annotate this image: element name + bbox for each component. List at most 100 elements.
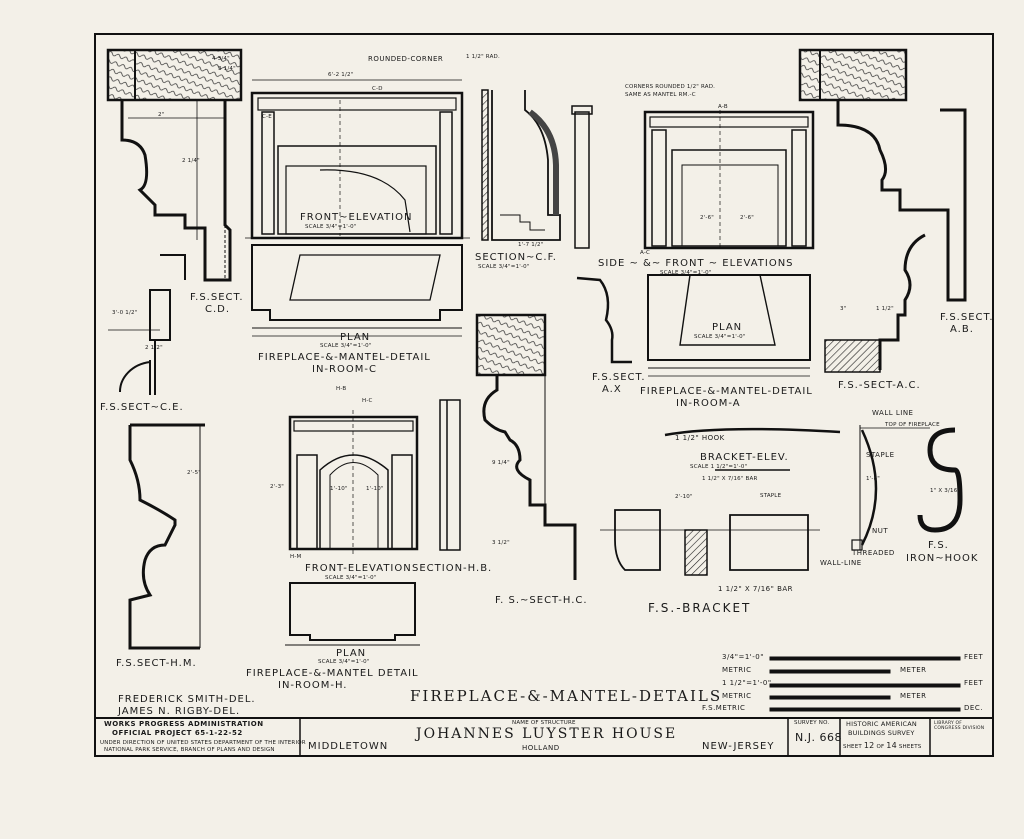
iron-hook-drawing [917, 427, 963, 533]
county: MIDDLETOWN [308, 741, 389, 752]
fs-sect-hm-title: F.S.SECT-H.M. [116, 658, 197, 669]
dim-2-6-b: 2'-6" [740, 215, 755, 221]
fs-sect-hm-drawing [128, 423, 205, 650]
dim-1-7-1-2: 1'-7 1/2" [518, 242, 544, 248]
plan-c-title: PLAN [340, 332, 371, 343]
scale-bar-5-unit: DEC. [964, 704, 983, 712]
plan-a-title: PLAN [712, 322, 743, 333]
dim-2-3: 2'-3" [270, 484, 285, 490]
front-elevation-h-scale: SCALE 3/4"=1'-0" [325, 575, 377, 581]
title-block-frame [94, 717, 994, 757]
dim-hb-mark: H-B [336, 386, 347, 392]
wall-line-top-label: WALL LINE [872, 409, 914, 417]
agency-line2: OFFICIAL PROJECT 65-1-22-52 [112, 729, 243, 737]
detail-room-a-line2: IN-ROOM-A [676, 398, 741, 409]
front-elevation-h-drawing [288, 410, 419, 555]
sheet-title: FIREPLACE-&-MANTEL-DETAILS [410, 687, 723, 705]
sheet-counter: SHEET 12 OF 14 SHEETS [843, 741, 922, 751]
plan-h-title: PLAN [336, 648, 367, 659]
fs-bracket-title: F.S.-BRACKET [648, 601, 752, 615]
detail-room-c-line2: IN-ROOM-C [312, 364, 377, 375]
fs-sect-ac-title: F.S.-SECT-A.C. [838, 380, 921, 391]
scale-bar-5-label: F.S.METRIC [702, 704, 746, 712]
scale-bar-3-unit: FEET [964, 679, 984, 687]
dim-1-10-a: 1'-10" [330, 486, 348, 492]
fs-sect-cd-line2: C.D. [205, 304, 231, 315]
front-elevation-c-title: FRONT~ELEVATION [300, 212, 413, 223]
dim-1-10-b: 1'-10" [366, 486, 384, 492]
bar-top-label: 1 1/2" x 7/16" BAR [702, 476, 758, 482]
rounded-corner-note: ROUNDED-CORNER [368, 55, 444, 63]
dim-9-1-4: 9 1/4" [492, 460, 510, 466]
fs-sect-ab-line1: F.S.SECT. [940, 312, 994, 323]
agency-line3: UNDER DIRECTION OF UNITED STATES DEPARTM… [100, 740, 306, 746]
iron-hook-line1: F.S. [928, 540, 949, 551]
fs-sect-cd-drawing [106, 48, 243, 395]
dim-3-1-2: 3 1/2" [492, 540, 510, 546]
section-cf-scale: SCALE 3/4"=1'-0" [478, 264, 530, 270]
side-front-elevation-a-drawing [571, 105, 815, 250]
dim-2-10: 2'-10" [675, 494, 693, 500]
library-stamp: LIBRARY OF CONGRESS DIVISION [934, 721, 985, 731]
hook-wall-drawing [851, 425, 930, 551]
dim-hc-mark: H-C [362, 398, 373, 404]
wall-line-bottom-label: WALL-LINE [820, 559, 862, 567]
bracket-elev-title: BRACKET-ELEV. [700, 452, 789, 463]
corners-note-line1: CORNERS ROUNDED 1/2" RAD. [625, 84, 716, 90]
dim-hm-mark: H-M [290, 554, 302, 560]
dim-width-c: 6'-2 1/2" [328, 72, 354, 78]
plan-a-drawing [647, 274, 811, 377]
threaded-label: THREADED [852, 549, 895, 557]
front-elevation-c-drawing [245, 79, 470, 240]
fs-sect-ax-line1: F.S.SECT. [592, 372, 646, 383]
agency-line4: NATIONAL PARK SERVICE, BRANCH OF PLANS A… [104, 747, 275, 753]
fs-sect-ax-line2: A.X [602, 384, 622, 395]
fs-sect-ce-title: F.S.SECT~C.E. [100, 402, 184, 413]
name-caption: NAME OF STRUCTURE [512, 720, 576, 726]
detail-room-c-line1: FIREPLACE-&-MANTEL-DETAIL [258, 352, 431, 363]
hook-label: 1 1/2" HOOK [675, 434, 725, 442]
sheet-suffix: SHEETS [898, 744, 922, 750]
section-cf-title: SECTION~C.F. [475, 252, 557, 263]
detail-room-h-line1: FIREPLACE-&-MANTEL DETAIL [246, 668, 419, 679]
fs-sect-ax-drawing [576, 276, 632, 364]
outer-border [94, 33, 994, 757]
fs-sect-cd-line1: F.S.SECT. [190, 292, 244, 303]
corners-note-line2: SAME AS MANTEL RM.-C [625, 92, 696, 98]
sheet-prefix: SHEET [843, 744, 862, 750]
scale-bar-2-unit: METER [900, 666, 927, 674]
scale-bar-4-unit: METER [900, 692, 927, 700]
structure-name: JOHANNES LUYSTER HOUSE [416, 726, 678, 742]
side-front-elevation-title: SIDE ~ &~ FRONT ~ ELEVATIONS [598, 258, 794, 269]
iron-hook-dimension: 1" x 3/16" [930, 488, 961, 494]
nut-label: NUT [872, 527, 889, 535]
staple-2-label: STAPLE [760, 493, 782, 499]
front-elevation-h-title: FRONT-ELEVATION [305, 563, 412, 574]
dim-2-5: 2'-5" [187, 470, 202, 476]
bar-bottom-label: 1 1/2" x 7/16" BAR [718, 585, 794, 593]
survey-name-line1: HISTORIC AMERICAN [846, 720, 917, 728]
section-hb-title: SECTION-H.B. [412, 563, 493, 574]
dim-ce-mark: C-E [262, 114, 272, 120]
staple-label: STAPLE [866, 451, 895, 459]
section-hb-drawing [439, 399, 461, 551]
plan-a-scale: SCALE 3/4"=1'-0" [694, 334, 746, 340]
dim-3in: 3" [840, 306, 847, 312]
detail-room-h-line2: IN-ROOM-H. [278, 680, 348, 691]
scale-bar-1-label: 3/4"=1'-0" [722, 653, 764, 661]
plan-h-drawing [285, 582, 420, 646]
plan-h-scale: SCALE 3/4"=1'-0" [318, 659, 370, 665]
fs-sect-hc-title: F. S.~SECT-H.C. [495, 595, 588, 606]
state: NEW-JERSEY [702, 741, 775, 752]
fs-bracket-drawing [600, 427, 841, 576]
survey-caption: SURVEY NO. [794, 720, 830, 726]
bracket-elev-scale: SCALE 1 1/2"=1'-0" [690, 464, 748, 470]
detail-room-a-line1: FIREPLACE-&-MANTEL-DETAIL [640, 386, 813, 397]
fs-sect-ab-drawing [798, 48, 967, 373]
scale-bar-3-label: 1 1/2"=1'-0" [722, 679, 772, 687]
dim-3-1-4: 3 1/4" [218, 66, 236, 72]
scale-bars [769, 656, 961, 712]
sheet-number: 12 [863, 741, 875, 750]
